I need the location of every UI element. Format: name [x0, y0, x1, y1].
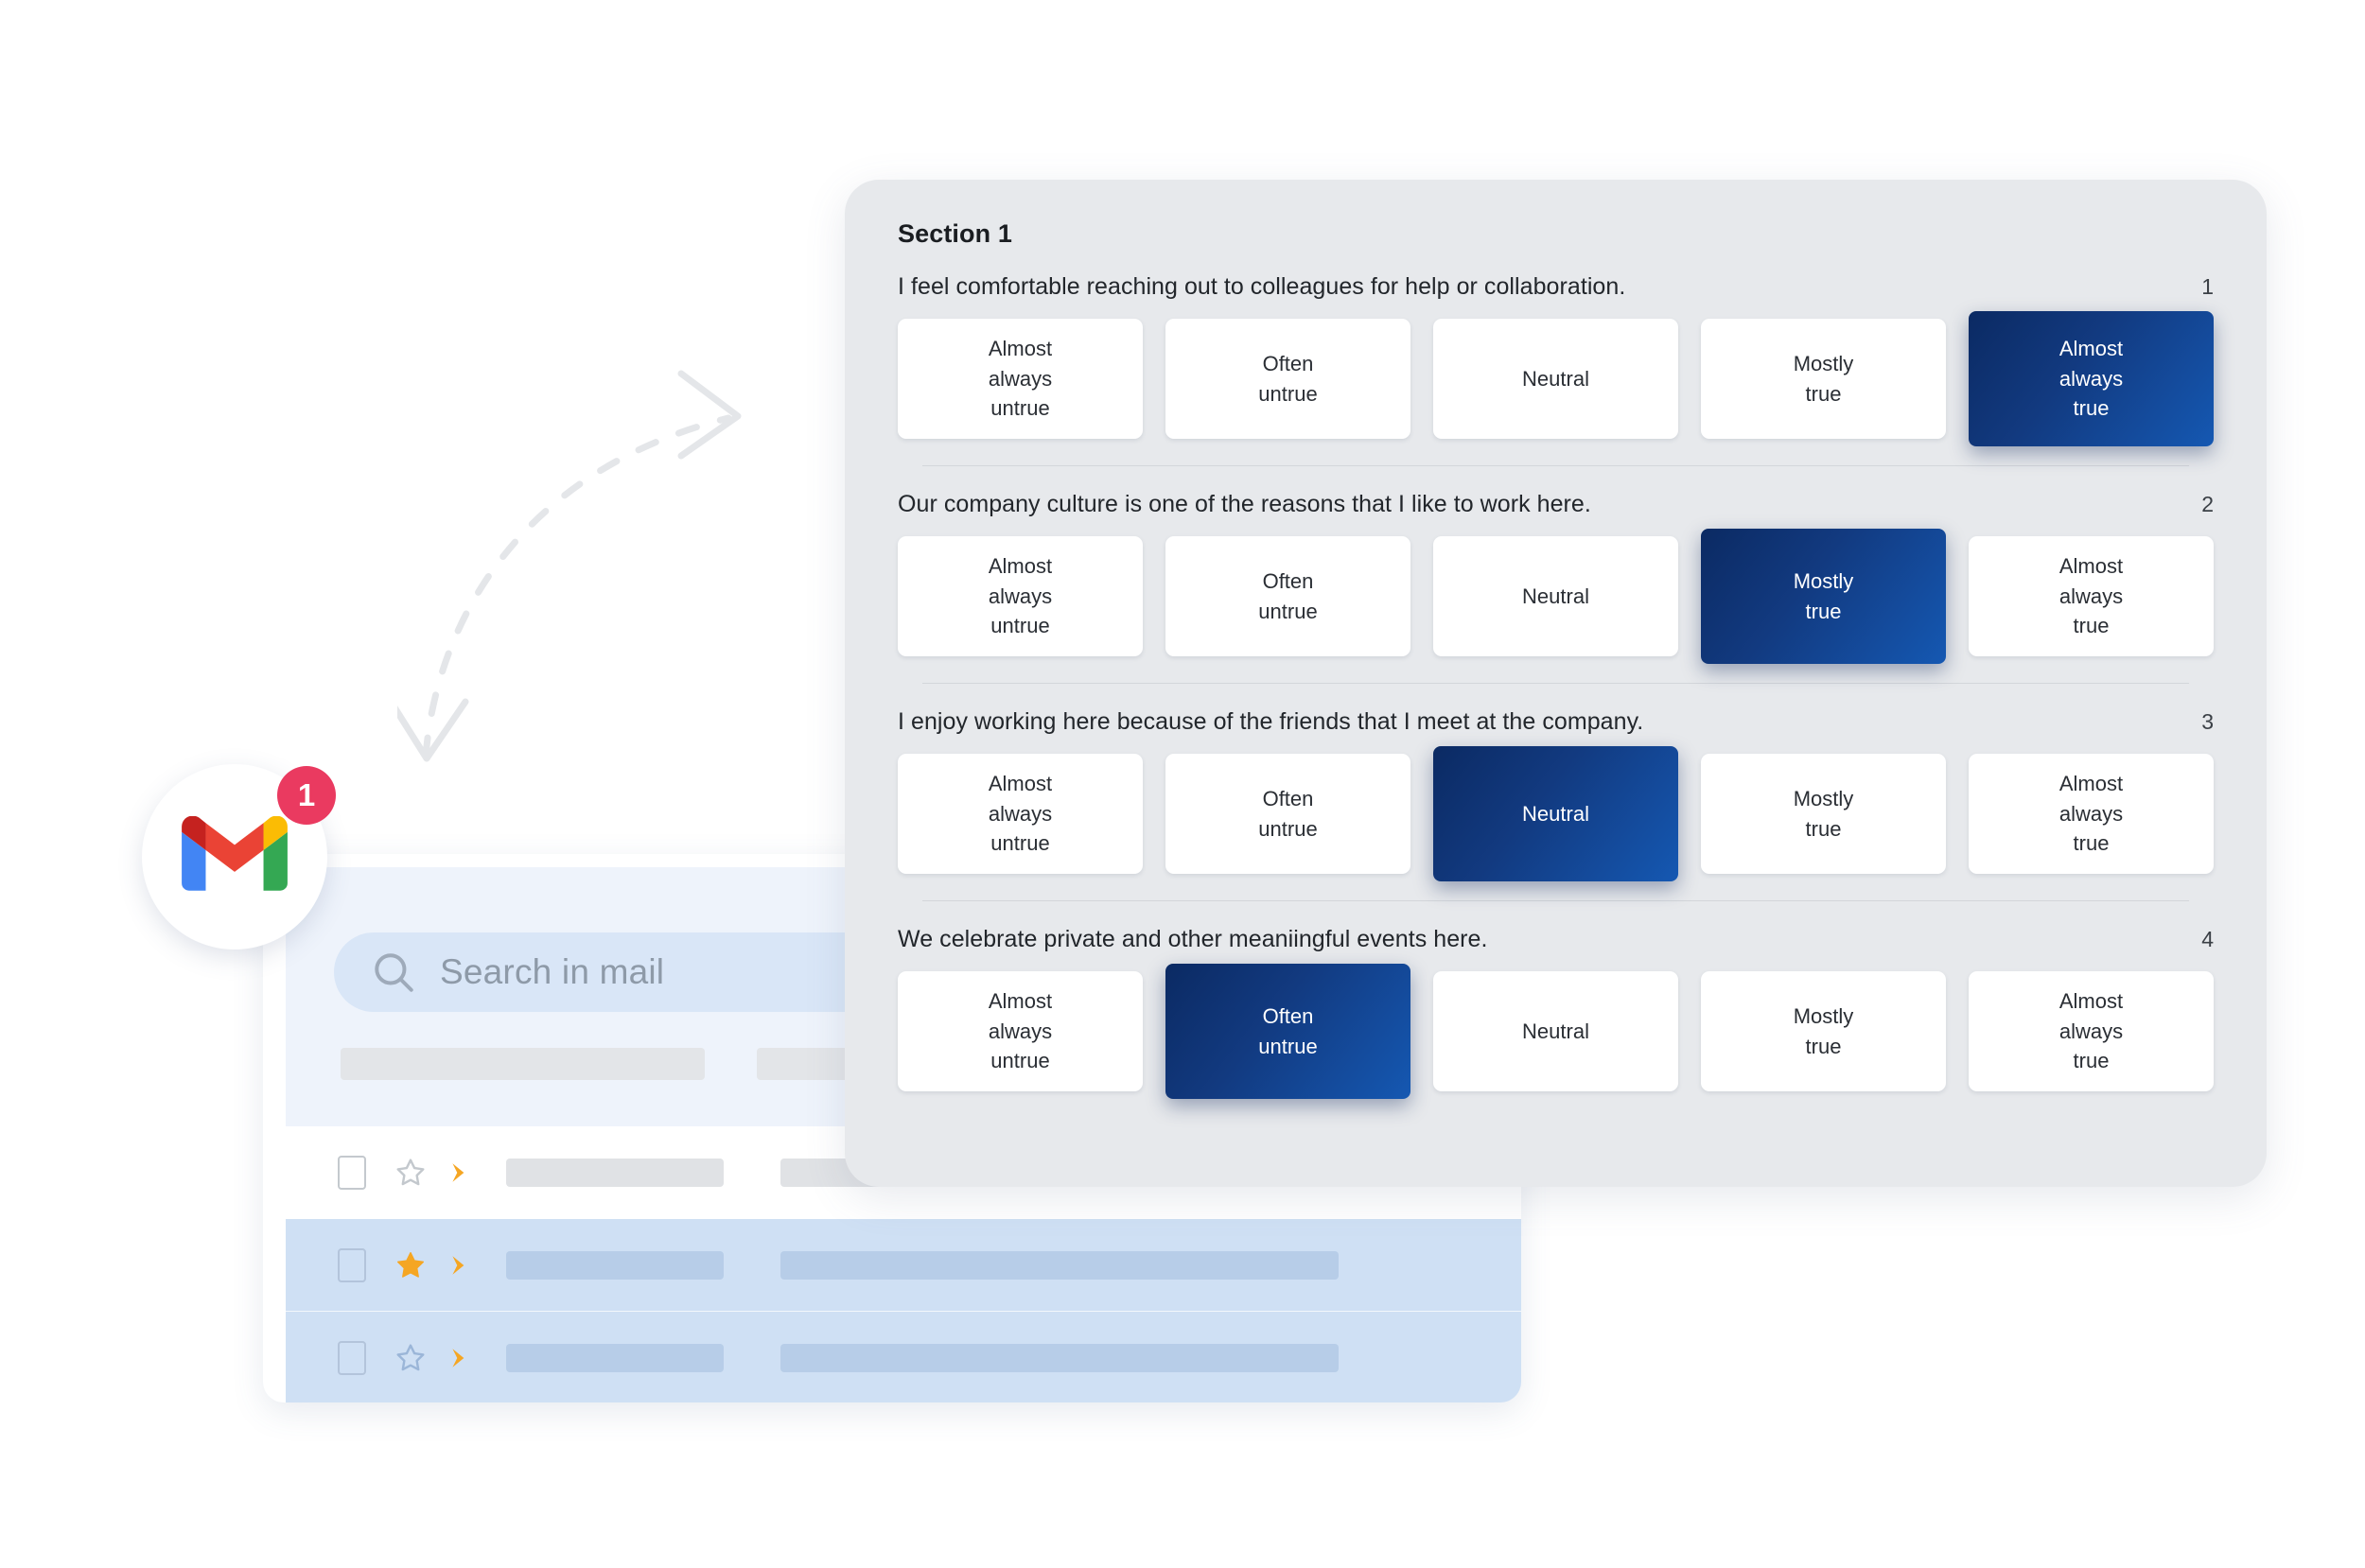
- row-checkbox[interactable]: [338, 1340, 366, 1375]
- unread-count-badge: 1: [277, 766, 336, 825]
- likert-option-label: Neutral: [1522, 366, 1589, 391]
- question-text: I enjoy working here because of the frie…: [898, 708, 1644, 735]
- likert-option-label: Neutral: [1522, 584, 1589, 608]
- question-header: Our company culture is one of the reason…: [898, 466, 2214, 518]
- search-input-placeholder: Search in mail: [440, 952, 665, 991]
- question-number: 3: [2201, 709, 2214, 734]
- mail-subject-placeholder: [780, 1250, 1339, 1280]
- question-block: I enjoy working here because of the frie…: [898, 684, 2214, 901]
- row-checkbox[interactable]: [338, 1247, 366, 1282]
- question-number: 1: [2201, 274, 2214, 299]
- question-divider: [922, 465, 2189, 466]
- mail-list-row[interactable]: [286, 1312, 1521, 1402]
- question-text: We celebrate private and other meaniingf…: [898, 926, 1488, 952]
- likert-option-label: Neutral: [1522, 801, 1589, 826]
- likert-option-selected[interactable]: Neutral: [1433, 746, 1678, 881]
- gmail-logo-icon: [182, 816, 288, 891]
- star-icon-outline[interactable]: [394, 1342, 427, 1374]
- mail-sender-placeholder: [506, 1343, 724, 1372]
- question-divider: [922, 900, 2189, 901]
- question-number: 4: [2201, 927, 2214, 951]
- likert-option-label: Neutral: [1522, 1019, 1589, 1043]
- question-text: I feel comfortable reaching out to colle…: [898, 273, 1626, 300]
- question-header: I enjoy working here because of the frie…: [898, 684, 2214, 736]
- question-header: We celebrate private and other meaniingf…: [898, 901, 2214, 953]
- question-divider: [922, 683, 2189, 684]
- question-text: Our company culture is one of the reason…: [898, 491, 1591, 517]
- star-icon-outline[interactable]: [394, 1157, 427, 1189]
- mail-sender-placeholder: [506, 1158, 724, 1187]
- dashed-curved-arrow-icon: [397, 370, 742, 762]
- mail-subject-placeholder: [780, 1343, 1339, 1372]
- row-checkbox[interactable]: [338, 1155, 366, 1190]
- question-block: We celebrate private and other meaniingf…: [898, 901, 2214, 1119]
- star-icon-filled[interactable]: [394, 1249, 427, 1281]
- toolbar-placeholder-bar: [341, 1048, 705, 1080]
- search-icon: [375, 953, 413, 992]
- survey-card: Section 1 I feel comfortable reaching ou…: [845, 180, 2267, 1187]
- mail-sender-placeholder: [506, 1250, 724, 1280]
- important-marker-icon[interactable]: [447, 1344, 472, 1372]
- important-marker-icon[interactable]: [447, 1159, 472, 1187]
- mail-list-row[interactable]: [286, 1219, 1521, 1312]
- important-marker-icon[interactable]: [447, 1251, 472, 1280]
- questions-container: I feel comfortable reaching out to colle…: [898, 249, 2214, 1119]
- question-header: I feel comfortable reaching out to colle…: [898, 249, 2214, 301]
- likert-option[interactable]: Neutral: [1433, 319, 1678, 439]
- question-block: Our company culture is one of the reason…: [898, 466, 2214, 684]
- likert-option[interactable]: Neutral: [1433, 971, 1678, 1091]
- likert-option[interactable]: Neutral: [1433, 536, 1678, 656]
- section-title: Section 1: [898, 219, 1012, 248]
- gmail-window-left-rail: [263, 867, 286, 1402]
- question-block: I feel comfortable reaching out to colle…: [898, 249, 2214, 466]
- question-number: 2: [2201, 492, 2214, 516]
